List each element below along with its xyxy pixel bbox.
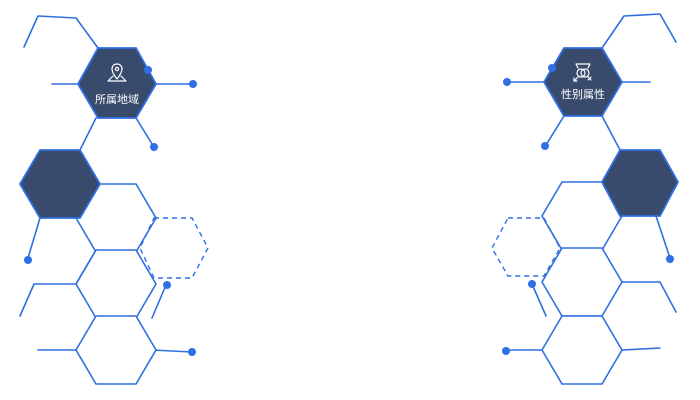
left-hex-dashed: [139, 217, 209, 279]
left-connector-line: [23, 15, 99, 49]
left-hex-outline: [75, 249, 157, 319]
left-node-dot: [144, 66, 152, 74]
left-connector-line: [151, 284, 167, 319]
left-hex-outline: [75, 315, 157, 385]
right-connector-line: [531, 283, 547, 317]
map-pin-icon: [107, 63, 127, 82]
right-connector-line: [655, 215, 671, 259]
right-connector-line: [621, 347, 661, 351]
right-node-dot: [502, 347, 510, 355]
left-node-dot: [188, 348, 196, 356]
left-node-dot: [163, 281, 171, 289]
right-hex-dark: [600, 149, 680, 217]
gender-icon: [573, 63, 592, 82]
right-cluster: 性别属性: [491, 13, 680, 385]
right-connector-line: [545, 115, 565, 146]
left-connector-line: [151, 349, 193, 353]
left-node-dot: [189, 80, 197, 88]
left-connector-line: [19, 283, 81, 317]
right-node-dot: [503, 78, 511, 86]
right-hex-dashed: [491, 217, 561, 277]
right-node-dot: [666, 255, 674, 263]
right-category-label: 性别属性: [561, 87, 605, 101]
left-category-label: 所属地域: [95, 93, 139, 106]
right-node-dot: [541, 142, 549, 150]
left-hex-dark: [18, 149, 102, 219]
right-node-dot: [548, 64, 556, 72]
left-connector-line: [135, 117, 155, 148]
right-node-dot: [528, 280, 536, 288]
right-connector-line: [619, 281, 677, 313]
right-connector-line: [601, 115, 621, 151]
left-connector-line: [79, 117, 97, 151]
left-connector-line: [27, 217, 41, 259]
left-category-hex[interactable]: [76, 47, 158, 119]
left-node-dot: [24, 256, 32, 264]
left-connector-line: [75, 249, 97, 285]
right-connector-line: [601, 13, 677, 49]
left-node-dot: [150, 143, 158, 151]
right-category-hex[interactable]: [542, 47, 624, 117]
right-hex-outline: [541, 315, 623, 385]
left-cluster: 所属地域: [18, 15, 209, 385]
